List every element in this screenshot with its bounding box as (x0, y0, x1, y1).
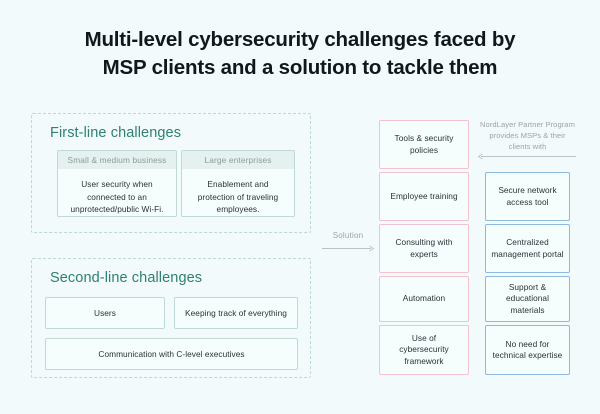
benefit-box-centralized-management-portal: Centralized management portal (485, 224, 570, 273)
page-title: Multi-level cybersecurity challenges fac… (0, 26, 600, 82)
card-small-medium-business: Small & medium business User security wh… (57, 150, 177, 217)
solution-box-employee-training: Employee training (379, 172, 469, 221)
card-users: Users (45, 297, 165, 329)
card-large-enterprises: Large enterprises Enablement and protect… (181, 150, 295, 217)
arrow-right-icon (322, 245, 374, 252)
arrow-left-icon (478, 153, 576, 160)
benefit-box-no-technical-expertise: No need for technical expertise (485, 325, 570, 375)
page-title-line-2: MSP clients and a solution to tackle the… (102, 56, 498, 79)
page-title-line-1: Multi-level cybersecurity challenges fac… (84, 28, 516, 51)
nordlayer-partner-program-note: NordLayer Partner Program provides MSPs … (480, 120, 575, 151)
second-line-challenges-heading: Second-line challenges (50, 270, 203, 286)
first-line-challenges-heading: First-line challenges (50, 125, 182, 141)
card-keeping-track: Keeping track of everything (174, 297, 298, 329)
card-large-enterprises-header: Large enterprises (182, 151, 294, 169)
solution-box-tools-security-policies: Tools & security policies (379, 120, 469, 169)
benefit-box-secure-network-access-tool: Secure network access tool (485, 172, 570, 221)
card-small-medium-business-body: User security when connected to an unpro… (70, 179, 164, 214)
benefit-box-support-educational-materials: Support & educational materials (485, 276, 570, 322)
solution-box-automation: Automation (379, 276, 469, 322)
solution-box-cybersecurity-framework: Use of cybersecurity framework (379, 325, 469, 375)
second-line-challenges-panel: Second-line challenges (31, 258, 311, 378)
solution-box-consulting-with-experts: Consulting with experts (379, 224, 469, 273)
card-large-enterprises-body: Enablement and protection of traveling e… (197, 179, 279, 214)
first-line-challenges-panel: First-line challenges (31, 113, 311, 233)
card-small-medium-business-header: Small & medium business (58, 151, 176, 169)
card-communication-c-level: Communication with C-level executives (45, 338, 298, 370)
solution-connector-label: Solution (332, 231, 364, 240)
